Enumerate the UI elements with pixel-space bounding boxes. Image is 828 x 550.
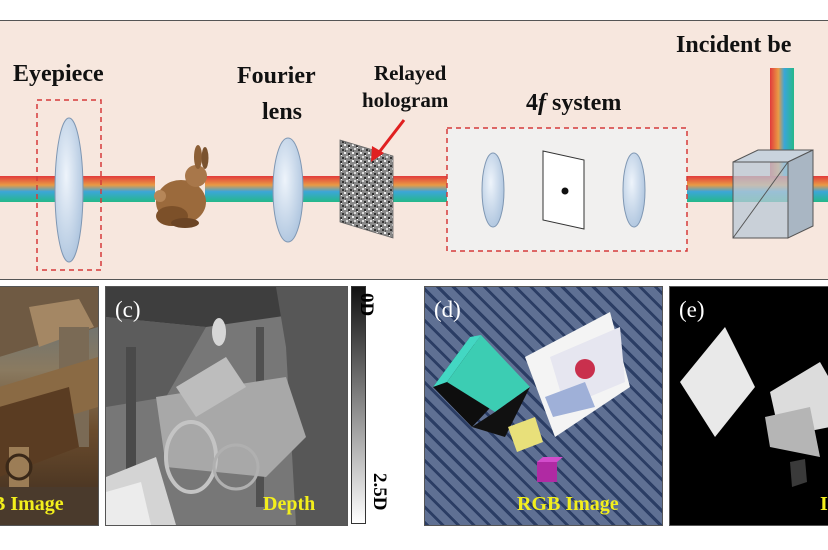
4f-system-label-number: 4 bbox=[526, 90, 538, 116]
panel-c-caption: Depth bbox=[263, 493, 315, 516]
panel-e-caption: I bbox=[820, 493, 828, 516]
panel-b-caption: B Image bbox=[0, 493, 64, 516]
panel-c-letter: (c) bbox=[115, 297, 141, 323]
panel-b-rgb-image: B Image bbox=[0, 286, 99, 526]
panel-e-depth-map: (e) I bbox=[669, 286, 828, 526]
beam-splitter-cube bbox=[733, 150, 813, 238]
depth-scale-bottom-label: 2.5D bbox=[368, 473, 390, 510]
eyepiece-label: Eyepiece bbox=[13, 61, 104, 88]
panel-e-letter: (e) bbox=[679, 297, 705, 323]
panel-d-caption: RGB Image bbox=[517, 493, 619, 516]
relayed-hologram-label-line2: hologram bbox=[362, 88, 448, 113]
panel-c-depth-map: (c) Depth bbox=[105, 286, 348, 526]
relayed-hologram-label-line1: Relayed bbox=[374, 61, 446, 86]
fourier-lens-label-line1: Fourier bbox=[237, 63, 316, 90]
relayed-hologram-plate bbox=[340, 140, 393, 238]
panel-b-scene bbox=[0, 287, 98, 525]
depth-scale-top-label: 0D bbox=[355, 293, 377, 316]
incident-beam-label: Incident be bbox=[676, 32, 791, 59]
4f-system-label-rest: system bbox=[546, 90, 621, 116]
panel-d-letter: (d) bbox=[434, 297, 461, 323]
panel-d-rgb-image: (d) RGB Image bbox=[424, 286, 663, 526]
4f-system-label: 4f system bbox=[526, 90, 621, 117]
eyepiece-lens bbox=[55, 118, 83, 262]
4f-lens-left bbox=[482, 153, 504, 227]
bunny-object bbox=[154, 145, 209, 228]
depth-colorbar bbox=[351, 286, 366, 524]
panel-c-scene bbox=[106, 287, 347, 525]
fourier-lens bbox=[273, 138, 303, 242]
4f-system-label-f: f bbox=[538, 90, 546, 116]
4f-lens-right bbox=[623, 153, 645, 227]
4f-pinhole bbox=[562, 188, 569, 195]
fourier-lens-label-line2: lens bbox=[262, 99, 302, 126]
